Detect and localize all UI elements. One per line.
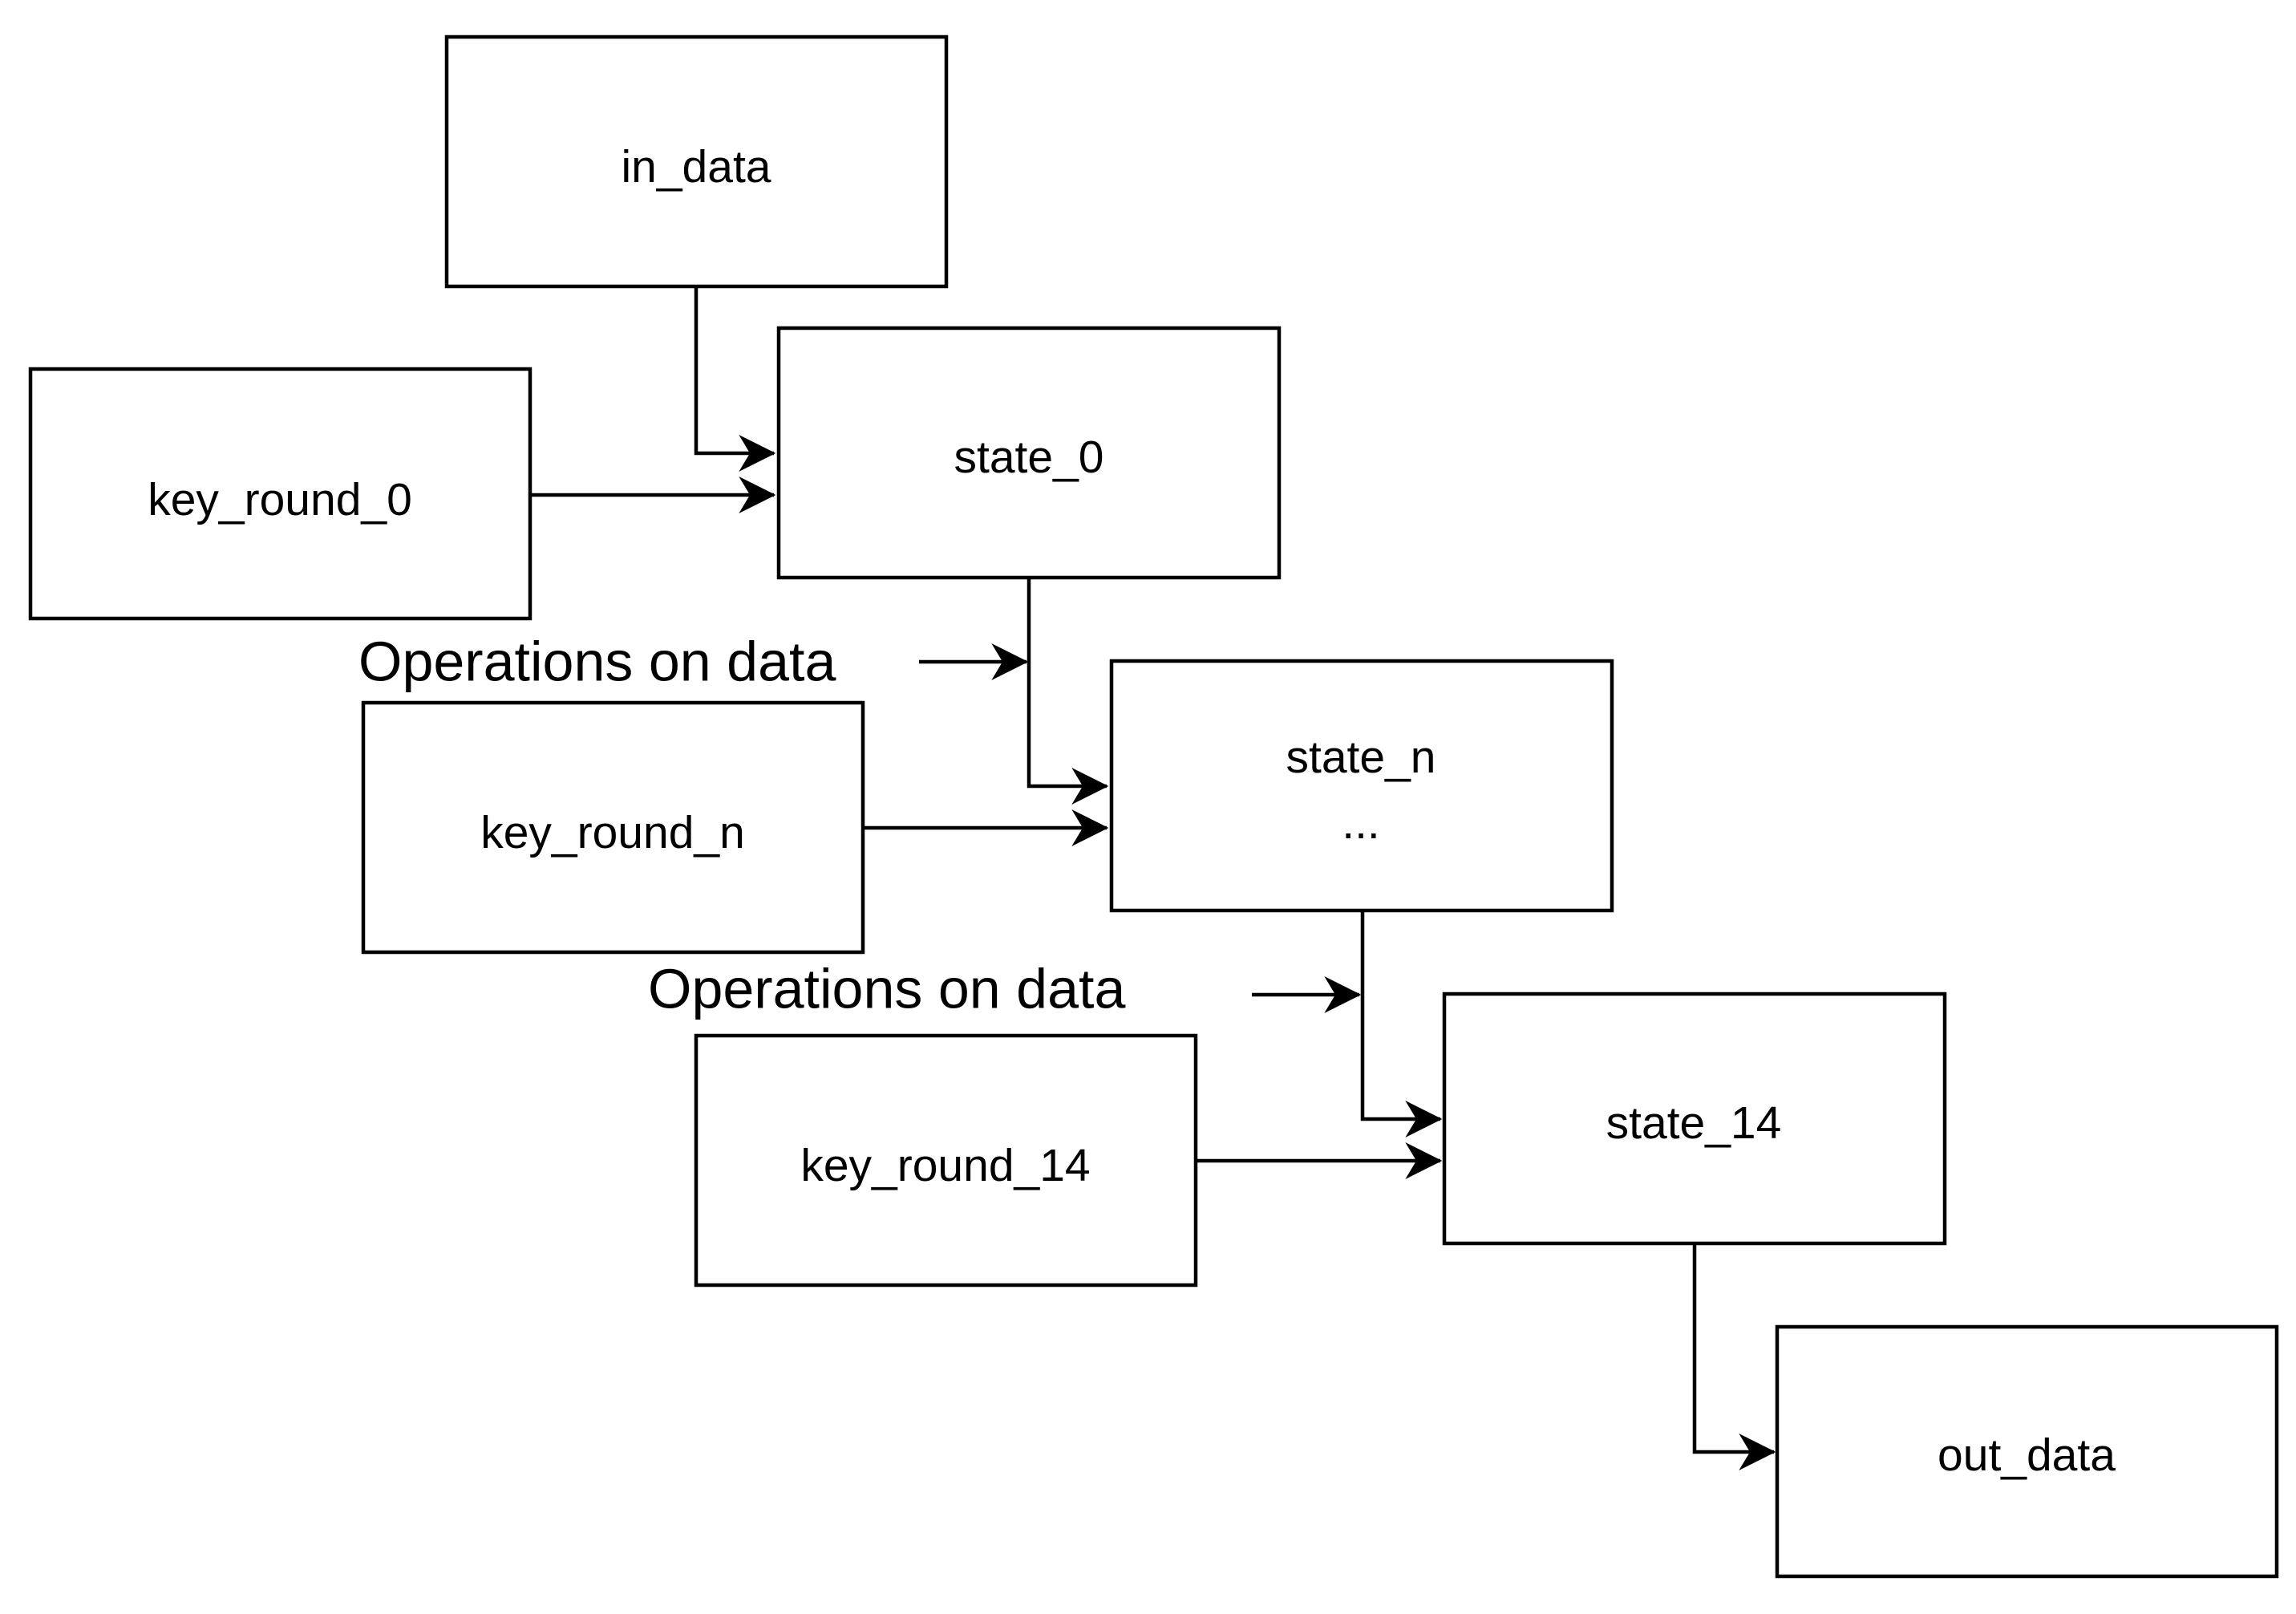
connector-in-data-to-state-0 xyxy=(694,287,776,472)
connector-state-0-to-state-n xyxy=(1027,578,1109,805)
key-round-0-box: key_round_0 xyxy=(28,367,532,621)
key-round-14-label: key_round_14 xyxy=(800,1140,1090,1191)
in-data-box: in_data xyxy=(444,34,949,289)
out-data-box: out_data xyxy=(1775,1324,2279,1579)
state-14-box: state_14 xyxy=(1442,992,1947,1246)
state-n-ellipsis: ... xyxy=(1342,797,1380,849)
state-0-box: state_0 xyxy=(776,326,1282,580)
operations-on-data-label-1: Operations on data xyxy=(358,630,836,692)
state-14-label: state_14 xyxy=(1606,1097,1782,1149)
state-n-box: state_n ... xyxy=(1109,659,1614,913)
key-round-14-box: key_round_14 xyxy=(694,1033,1198,1288)
key-round-n-label: key_round_n xyxy=(480,807,745,858)
out-data-label: out_data xyxy=(1938,1429,2116,1481)
in-data-label: in_data xyxy=(621,141,771,193)
state-0-label: state_0 xyxy=(954,432,1104,483)
key-round-n-box: key_round_n xyxy=(361,700,865,955)
operations-on-data-label-2: Operations on data xyxy=(648,957,1125,1020)
connector-state-n-to-state-14 xyxy=(1360,910,1443,1138)
state-n-label: state_n xyxy=(1286,732,1436,783)
key-round-0-label: key_round_0 xyxy=(148,474,412,525)
connector-state-14-to-out-data xyxy=(1692,1243,1776,1470)
